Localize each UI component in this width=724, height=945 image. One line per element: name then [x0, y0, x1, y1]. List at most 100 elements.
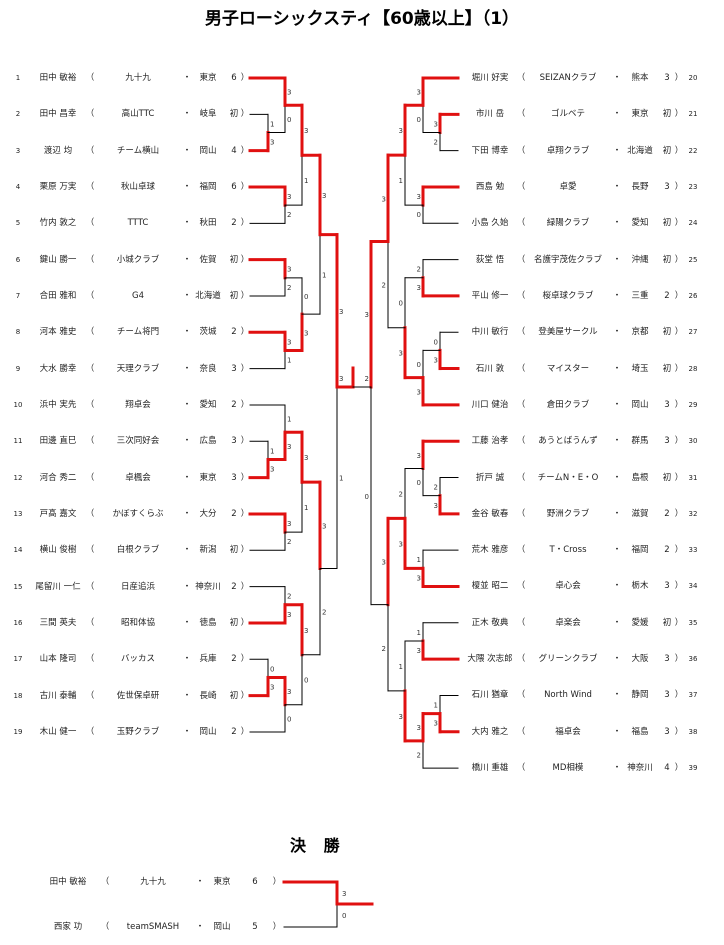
player-number: 1 [15, 74, 21, 82]
separator: ・ [612, 290, 622, 301]
open-paren: （ [85, 617, 95, 628]
player-prefecture: 栃木 [631, 581, 649, 592]
player-name: 荒木 雅彦 [471, 545, 509, 556]
player-name: 木山 健一 [39, 726, 77, 737]
player-appearances: 4 [231, 145, 237, 156]
match-score: 0 [417, 361, 421, 369]
player-number: 37 [688, 691, 698, 700]
player-number: 20 [688, 74, 698, 82]
match-score: 2 [417, 266, 421, 274]
player-club: 秋山卓球 [120, 181, 156, 192]
separator: ・ [182, 218, 192, 229]
separator: ・ [182, 254, 192, 265]
match-score: 3 [287, 443, 291, 451]
player-appearances: 初 [662, 617, 672, 628]
player-club: チーム将門 [116, 327, 160, 338]
player-number: 14 [13, 546, 23, 555]
player-name: 石川 猶章 [471, 690, 509, 701]
player-appearances: 3 [664, 690, 670, 701]
separator: ・ [612, 690, 622, 701]
close-paren: ） [240, 545, 250, 556]
close-paren: ） [240, 581, 250, 592]
player-appearances: 初 [229, 290, 239, 301]
player-appearances: 初 [229, 545, 239, 556]
player-number: 8 [15, 328, 21, 337]
open-paren: （ [516, 218, 526, 229]
finalist-name: 西家 功 [53, 922, 83, 932]
player-name: 河本 雅史 [39, 327, 77, 338]
player-club: あうとばうんず [538, 436, 598, 447]
close-paren: ） [240, 617, 250, 628]
match-score: 2 [322, 609, 326, 617]
match-score: 0 [417, 479, 421, 487]
player-number: 28 [688, 364, 698, 373]
match-score: 3 [322, 522, 326, 530]
player-club: 卓楽会 [555, 617, 581, 628]
player-prefecture: 岡山 [199, 145, 217, 156]
separator: ・ [612, 327, 622, 338]
player-prefecture: 広島 [199, 436, 217, 447]
open-paren: （ [85, 145, 95, 156]
close-paren: ） [674, 617, 684, 628]
player-number: 27 [688, 328, 698, 337]
player-appearances: 3 [664, 399, 670, 410]
player-name: 大水 勝幸 [39, 363, 77, 374]
player-name: 尾留川 一仁 [35, 581, 81, 592]
match-score: 3 [287, 688, 291, 696]
player-prefecture: 長崎 [199, 690, 217, 701]
match-score: 3 [287, 266, 291, 274]
player-name: 西島 勉 [475, 181, 505, 192]
close-paren: ） [674, 654, 684, 665]
player-appearances: 3 [231, 363, 237, 374]
separator: ・ [612, 145, 622, 156]
open-paren: （ [85, 581, 95, 592]
close-paren: ） [240, 399, 250, 410]
match-score: 3 [287, 611, 291, 619]
player-appearances: 初 [662, 145, 672, 156]
close-paren: ） [674, 690, 684, 701]
player-number: 18 [13, 691, 23, 700]
player-prefecture: 京都 [631, 327, 649, 338]
separator: ・ [182, 545, 192, 556]
open-paren: （ [85, 545, 95, 556]
open-paren: （ [100, 877, 110, 887]
player-prefecture: 佐賀 [199, 254, 217, 265]
player-club: 名護宇茂佐クラブ [533, 254, 603, 265]
player-appearances: 3 [231, 436, 237, 447]
match-score: 3 [339, 375, 343, 383]
player-prefecture: 神奈川 [627, 763, 653, 774]
player-prefecture: 新潟 [199, 545, 217, 556]
player-club: かぼすくらぶ [112, 508, 164, 519]
player-club: 緑陽クラブ [546, 218, 590, 229]
player-name: 田中 昌幸 [39, 109, 77, 120]
open-paren: （ [85, 399, 95, 410]
match-score: 2 [287, 211, 291, 219]
match-score: 3 [287, 193, 291, 201]
separator: ・ [182, 617, 192, 628]
player-number: 11 [13, 437, 23, 446]
player-appearances: 初 [229, 690, 239, 701]
close-paren: ） [240, 690, 250, 701]
match-score: 1 [287, 357, 291, 365]
close-paren: ） [240, 327, 250, 338]
open-paren: （ [85, 218, 95, 229]
open-paren: （ [85, 508, 95, 519]
player-club: MD相模 [552, 763, 584, 774]
separator: ・ [612, 399, 622, 410]
match-score: 3 [270, 139, 274, 147]
close-paren: ） [240, 726, 250, 737]
player-name: 工藤 治孝 [471, 436, 509, 447]
close-paren: ） [674, 290, 684, 301]
player-prefecture: 愛媛 [631, 617, 649, 628]
player-club: 卓楓会 [125, 472, 151, 483]
match-score: 1 [399, 663, 403, 671]
player-name: 古川 泰輔 [39, 690, 77, 701]
match-score: 0 [365, 493, 369, 501]
open-paren: （ [516, 617, 526, 628]
player-name: 戸髙 嘉文 [39, 508, 77, 519]
player-name: 堀川 好実 [471, 73, 509, 83]
player-appearances: 2 [664, 508, 670, 519]
player-appearances: 2 [231, 218, 237, 229]
player-appearances: 初 [662, 254, 672, 265]
